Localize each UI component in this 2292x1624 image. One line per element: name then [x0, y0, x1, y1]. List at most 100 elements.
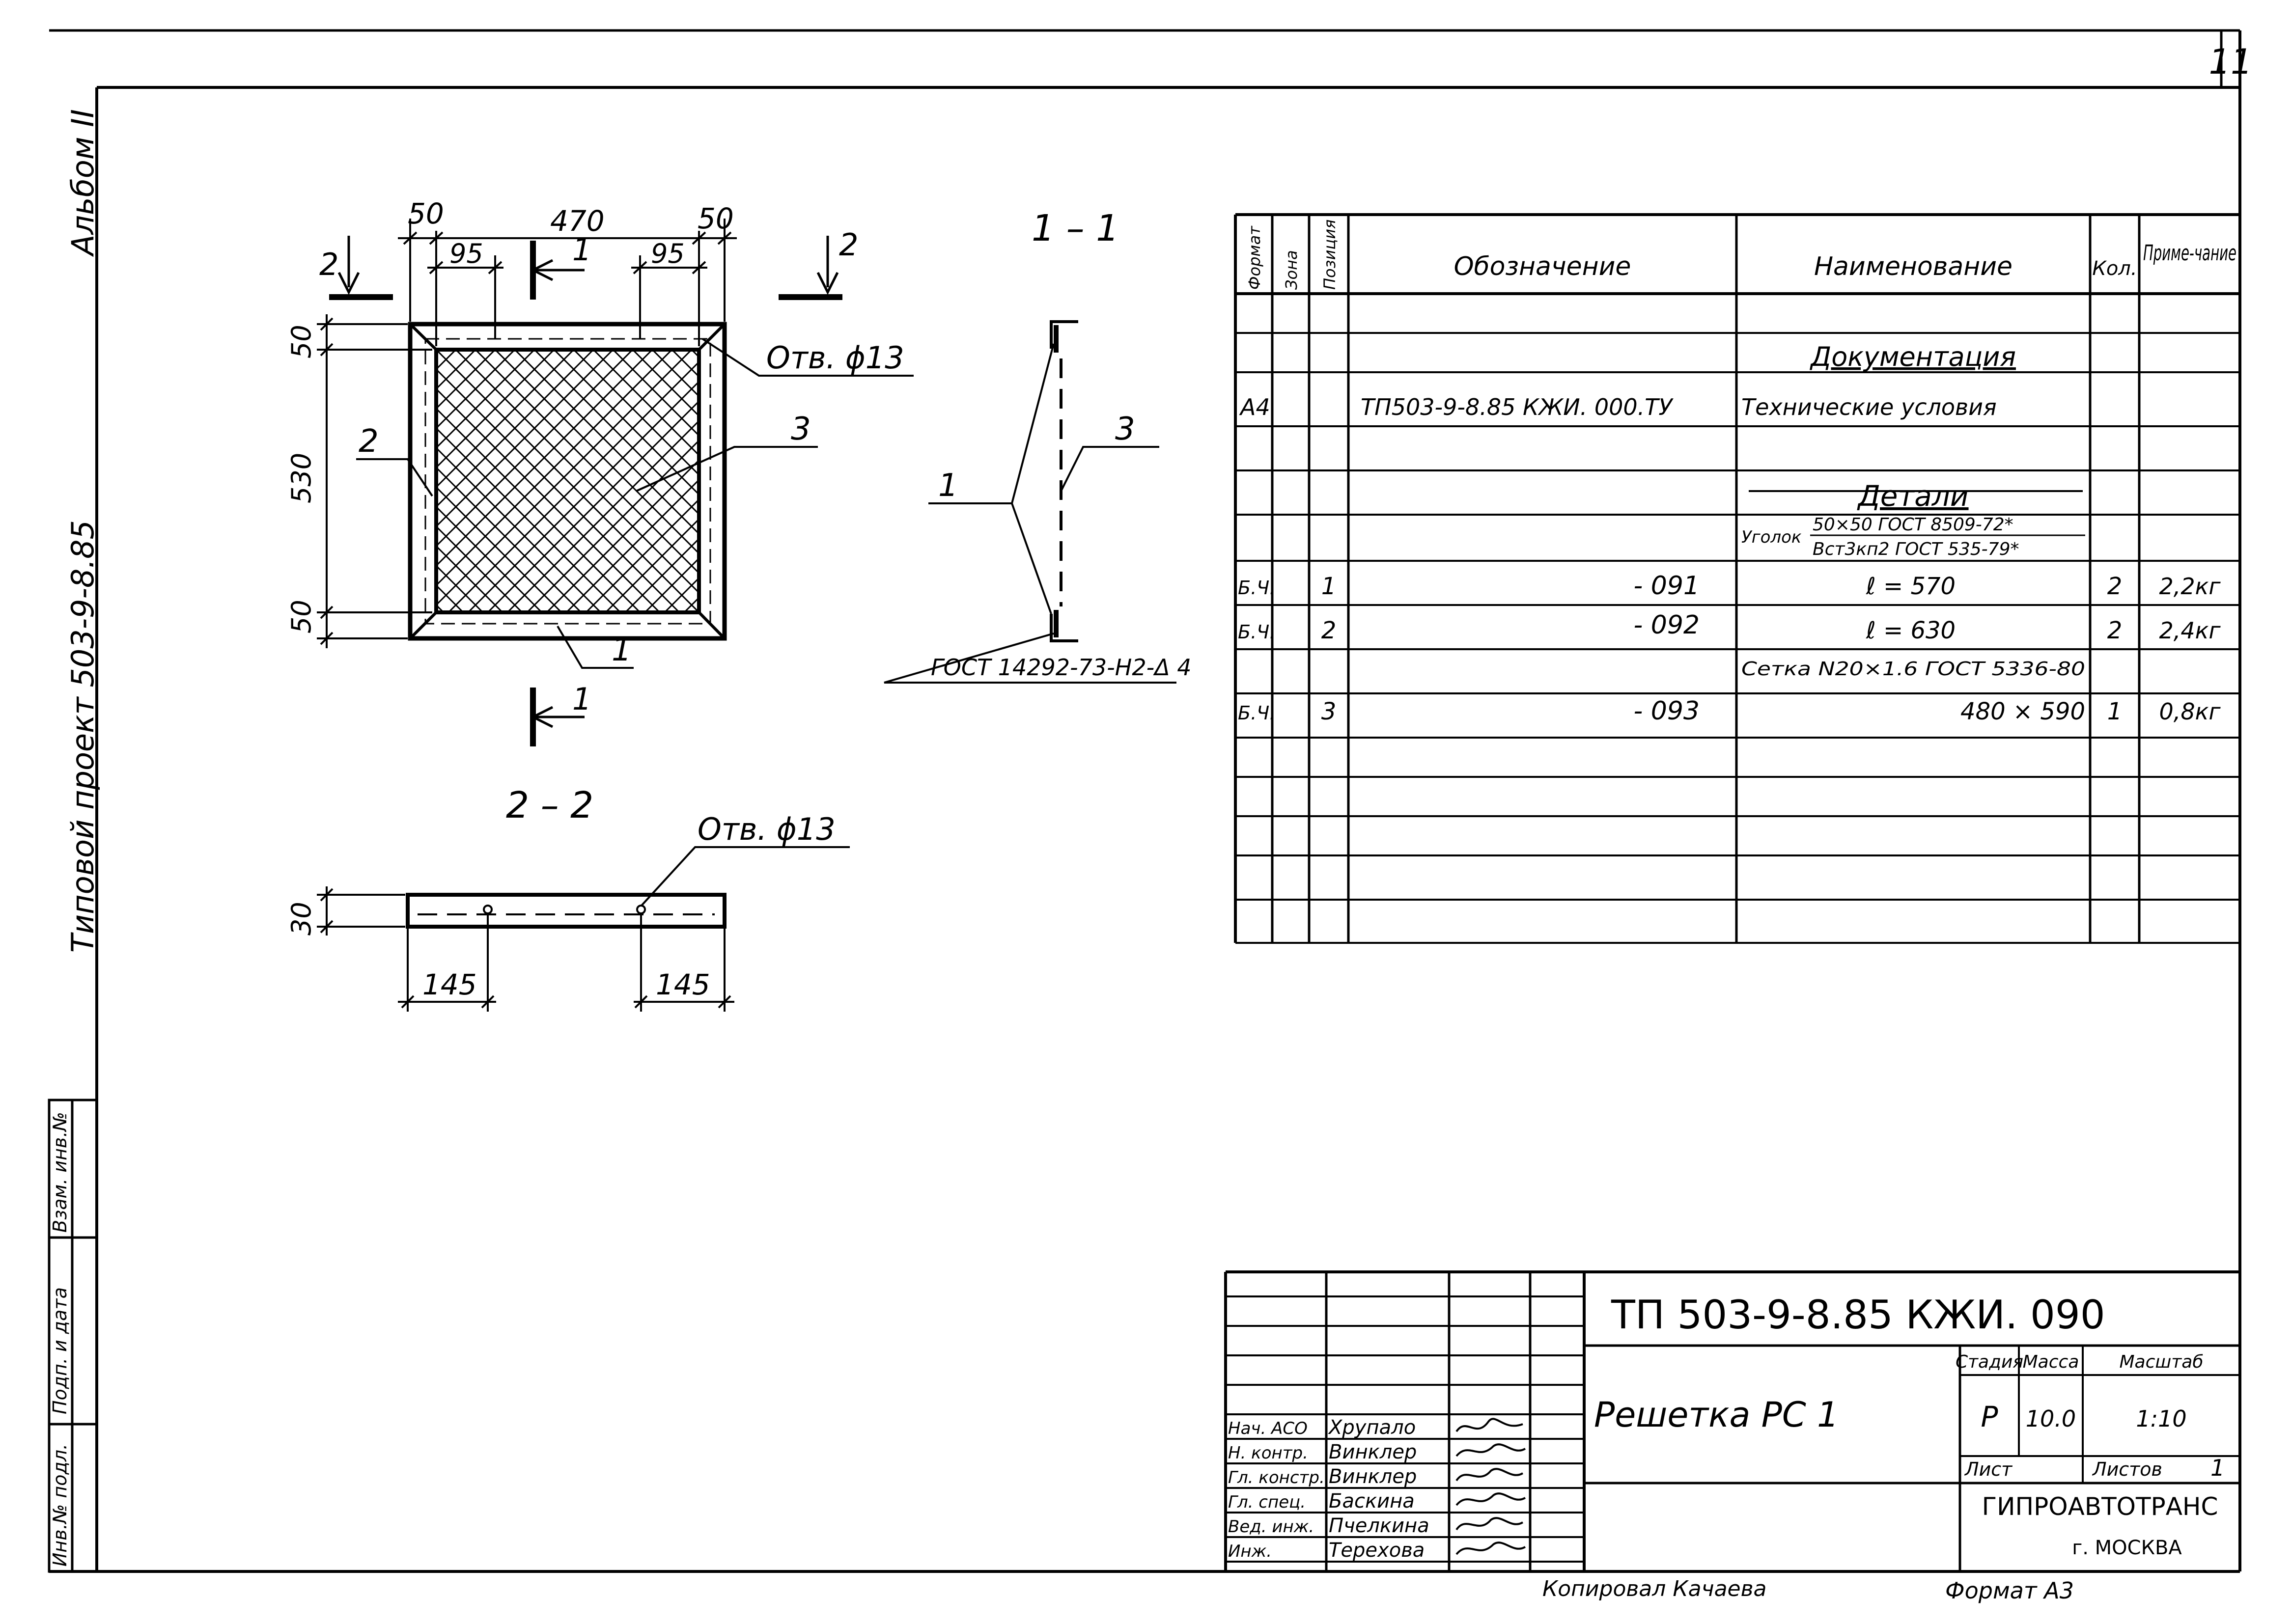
- organization-name: ГИПРОАВТОТРАНС: [1982, 1492, 2218, 1521]
- sign-role: Нач. АСО: [1228, 1419, 1308, 1438]
- stage-label: Стадия: [1956, 1352, 2023, 1372]
- title-block-grid: [1224, 1270, 2240, 1571]
- plan-section1-bottom-label: 1: [572, 681, 591, 717]
- signature-rows: Нач. АСО Хрупало Н. контр. Винклер Гл. к…: [1228, 1416, 1429, 1562]
- row-2-pos: 2: [1321, 617, 1337, 644]
- doc-heading: Документация: [1810, 341, 2016, 372]
- stage-value: Р: [1981, 1400, 1998, 1433]
- sign-role: Гл. спец.: [1228, 1492, 1306, 1512]
- sign-name: Хрупало: [1328, 1416, 1416, 1439]
- handwritten-signatures: [1455, 1418, 1526, 1555]
- row-1-qty: 2: [2107, 573, 2123, 600]
- dim-top-right: 50: [698, 202, 734, 235]
- row-2-name: ℓ = 630: [1866, 617, 1956, 644]
- sign-name: Терехова: [1329, 1539, 1425, 1562]
- hdr-zone: Зона: [1282, 250, 1301, 290]
- sign-role: Н. контр.: [1228, 1443, 1308, 1463]
- dim-top-left: 50: [408, 197, 444, 230]
- spec-row-1: Б.Ч. 1 - 091 ℓ = 570 2 2,2кг: [1238, 571, 2221, 601]
- scale-label: Масштаб: [2119, 1352, 2203, 1372]
- angle-bottom: Вст3кп2 ГОСТ 535-79*: [1813, 539, 2019, 559]
- spec-row-2: Б.Ч. 2 - 092 ℓ = 630 2 2,4кг: [1238, 610, 2221, 644]
- sign-name: Винклер: [1329, 1465, 1417, 1488]
- dim-side-mid: 530: [286, 453, 317, 503]
- row-1-note: 2,2кг: [2159, 573, 2221, 600]
- dim-95-left: 95: [449, 238, 483, 269]
- mass-label: Масса: [2023, 1352, 2079, 1372]
- hdr-designation: Обозначение: [1454, 252, 1631, 281]
- row-4-name: 480 × 590: [1960, 698, 2085, 725]
- section-1-1: [884, 320, 1176, 684]
- section-1-1-pos-1: 1: [938, 468, 958, 504]
- sheet-number: 11: [2208, 42, 2252, 82]
- scale-value: 1:10: [2136, 1405, 2186, 1432]
- dim-95-right: 95: [651, 238, 685, 269]
- spec-row-3: Сетка N20×1.6 ГОСТ 5336-80: [1741, 658, 2085, 680]
- drawing-code: ТП 503-9-8.85 КЖИ. 090: [1611, 1292, 2105, 1338]
- row-4-format: Б.Ч.: [1238, 702, 1275, 724]
- row-4-pos: 3: [1321, 698, 1337, 725]
- hole-callout: Отв. ϕ13: [766, 340, 904, 376]
- row-4-qty: 1: [2107, 698, 2123, 725]
- sheet-frame: [49, 29, 2241, 1573]
- spec-row-4: Б.Ч. 3 - 093 480 × 590 1 0,8кг: [1238, 696, 2221, 726]
- sign-field-label: Подп. и дата: [49, 1287, 71, 1414]
- angle-prefix: Уголок: [1741, 527, 1802, 547]
- row-2-designation: - 092: [1633, 610, 1700, 640]
- row-1-designation: - 091: [1633, 571, 1700, 601]
- sign-role: Вед. инж.: [1228, 1517, 1314, 1537]
- sign-role: Гл. констр.: [1228, 1468, 1325, 1487]
- row-2-format: Б.Ч.: [1238, 621, 1275, 643]
- format-label: Формат А3: [1945, 1577, 2074, 1604]
- plan-section2-right-label: 2: [839, 227, 858, 263]
- section-2-2-dim-right: 145: [656, 968, 710, 1001]
- row-4-note: 0,8кг: [2159, 698, 2221, 725]
- plan-pos-2: 2: [359, 423, 379, 460]
- album-label: Альбом II: [65, 109, 101, 257]
- zam-field-label: Взам. инв.№: [49, 1112, 71, 1233]
- hdr-note: Приме-чание: [2143, 241, 2236, 266]
- sign-role: Инж.: [1228, 1541, 1272, 1561]
- side-stamp: [48, 1099, 98, 1573]
- doc-format: А4: [1239, 394, 1270, 420]
- sign-name: Баскина: [1329, 1490, 1415, 1513]
- sign-name: Пчелкина: [1329, 1514, 1429, 1537]
- parts-heading: Детали: [1856, 479, 1968, 513]
- doc-designation: ТП503-9-8.85 КЖИ. 000.ТУ: [1361, 394, 1674, 420]
- hdr-qty: Кол.: [2092, 257, 2137, 280]
- spec-table-grid: [1234, 213, 2240, 944]
- drawing-name: Решетка РС 1: [1594, 1395, 1839, 1435]
- plan-pos-3: 3: [791, 411, 811, 447]
- copied-by: Копировал Качаева: [1542, 1576, 1767, 1601]
- sheets-value: 1: [2210, 1455, 2225, 1481]
- dim-side-top: 50: [286, 325, 317, 358]
- organization-city: г. МОСКВА: [2072, 1537, 2182, 1559]
- hdr-name: Наименование: [1814, 252, 2012, 281]
- section-2-2-hole: Отв. ϕ13: [698, 811, 836, 847]
- plan-section1-top-label: 1: [572, 232, 591, 268]
- dim-side-bottom: 50: [286, 600, 317, 633]
- dim-top-mid: 470: [550, 204, 605, 238]
- plan-section2-left-label: 2: [319, 247, 338, 282]
- plan-pos-1: 1: [612, 632, 632, 668]
- sheet-label: Лист: [1964, 1459, 2013, 1480]
- hdr-format: Формат: [1245, 225, 1264, 290]
- row-2-qty: 2: [2107, 617, 2123, 644]
- inv-field-label: Инв.№ подл.: [49, 1444, 71, 1567]
- angle-top: 50×50 ГОСТ 8509-72*: [1813, 515, 2013, 535]
- row-1-pos: 1: [1321, 573, 1337, 600]
- project-label: Типовой проект 503-9-8.85: [65, 520, 101, 953]
- section-2-2: [317, 846, 850, 1012]
- sheets-label: Листов: [2092, 1459, 2162, 1480]
- section-2-2-dim-left: 145: [422, 968, 477, 1001]
- row-2-note: 2,4кг: [2159, 617, 2221, 644]
- plan-view: [317, 219, 914, 746]
- hdr-position: Позиция: [1320, 220, 1339, 290]
- weld-note: ГОСТ 14292-73-Н2-Δ 4: [931, 654, 1192, 681]
- row-3-name: Сетка N20×1.6 ГОСТ 5336-80: [1741, 658, 2085, 680]
- section-1-1-pos-3: 3: [1115, 411, 1135, 447]
- section-2-2-dim-height: 30: [286, 902, 317, 936]
- mass-value: 10.0: [2026, 1405, 2076, 1432]
